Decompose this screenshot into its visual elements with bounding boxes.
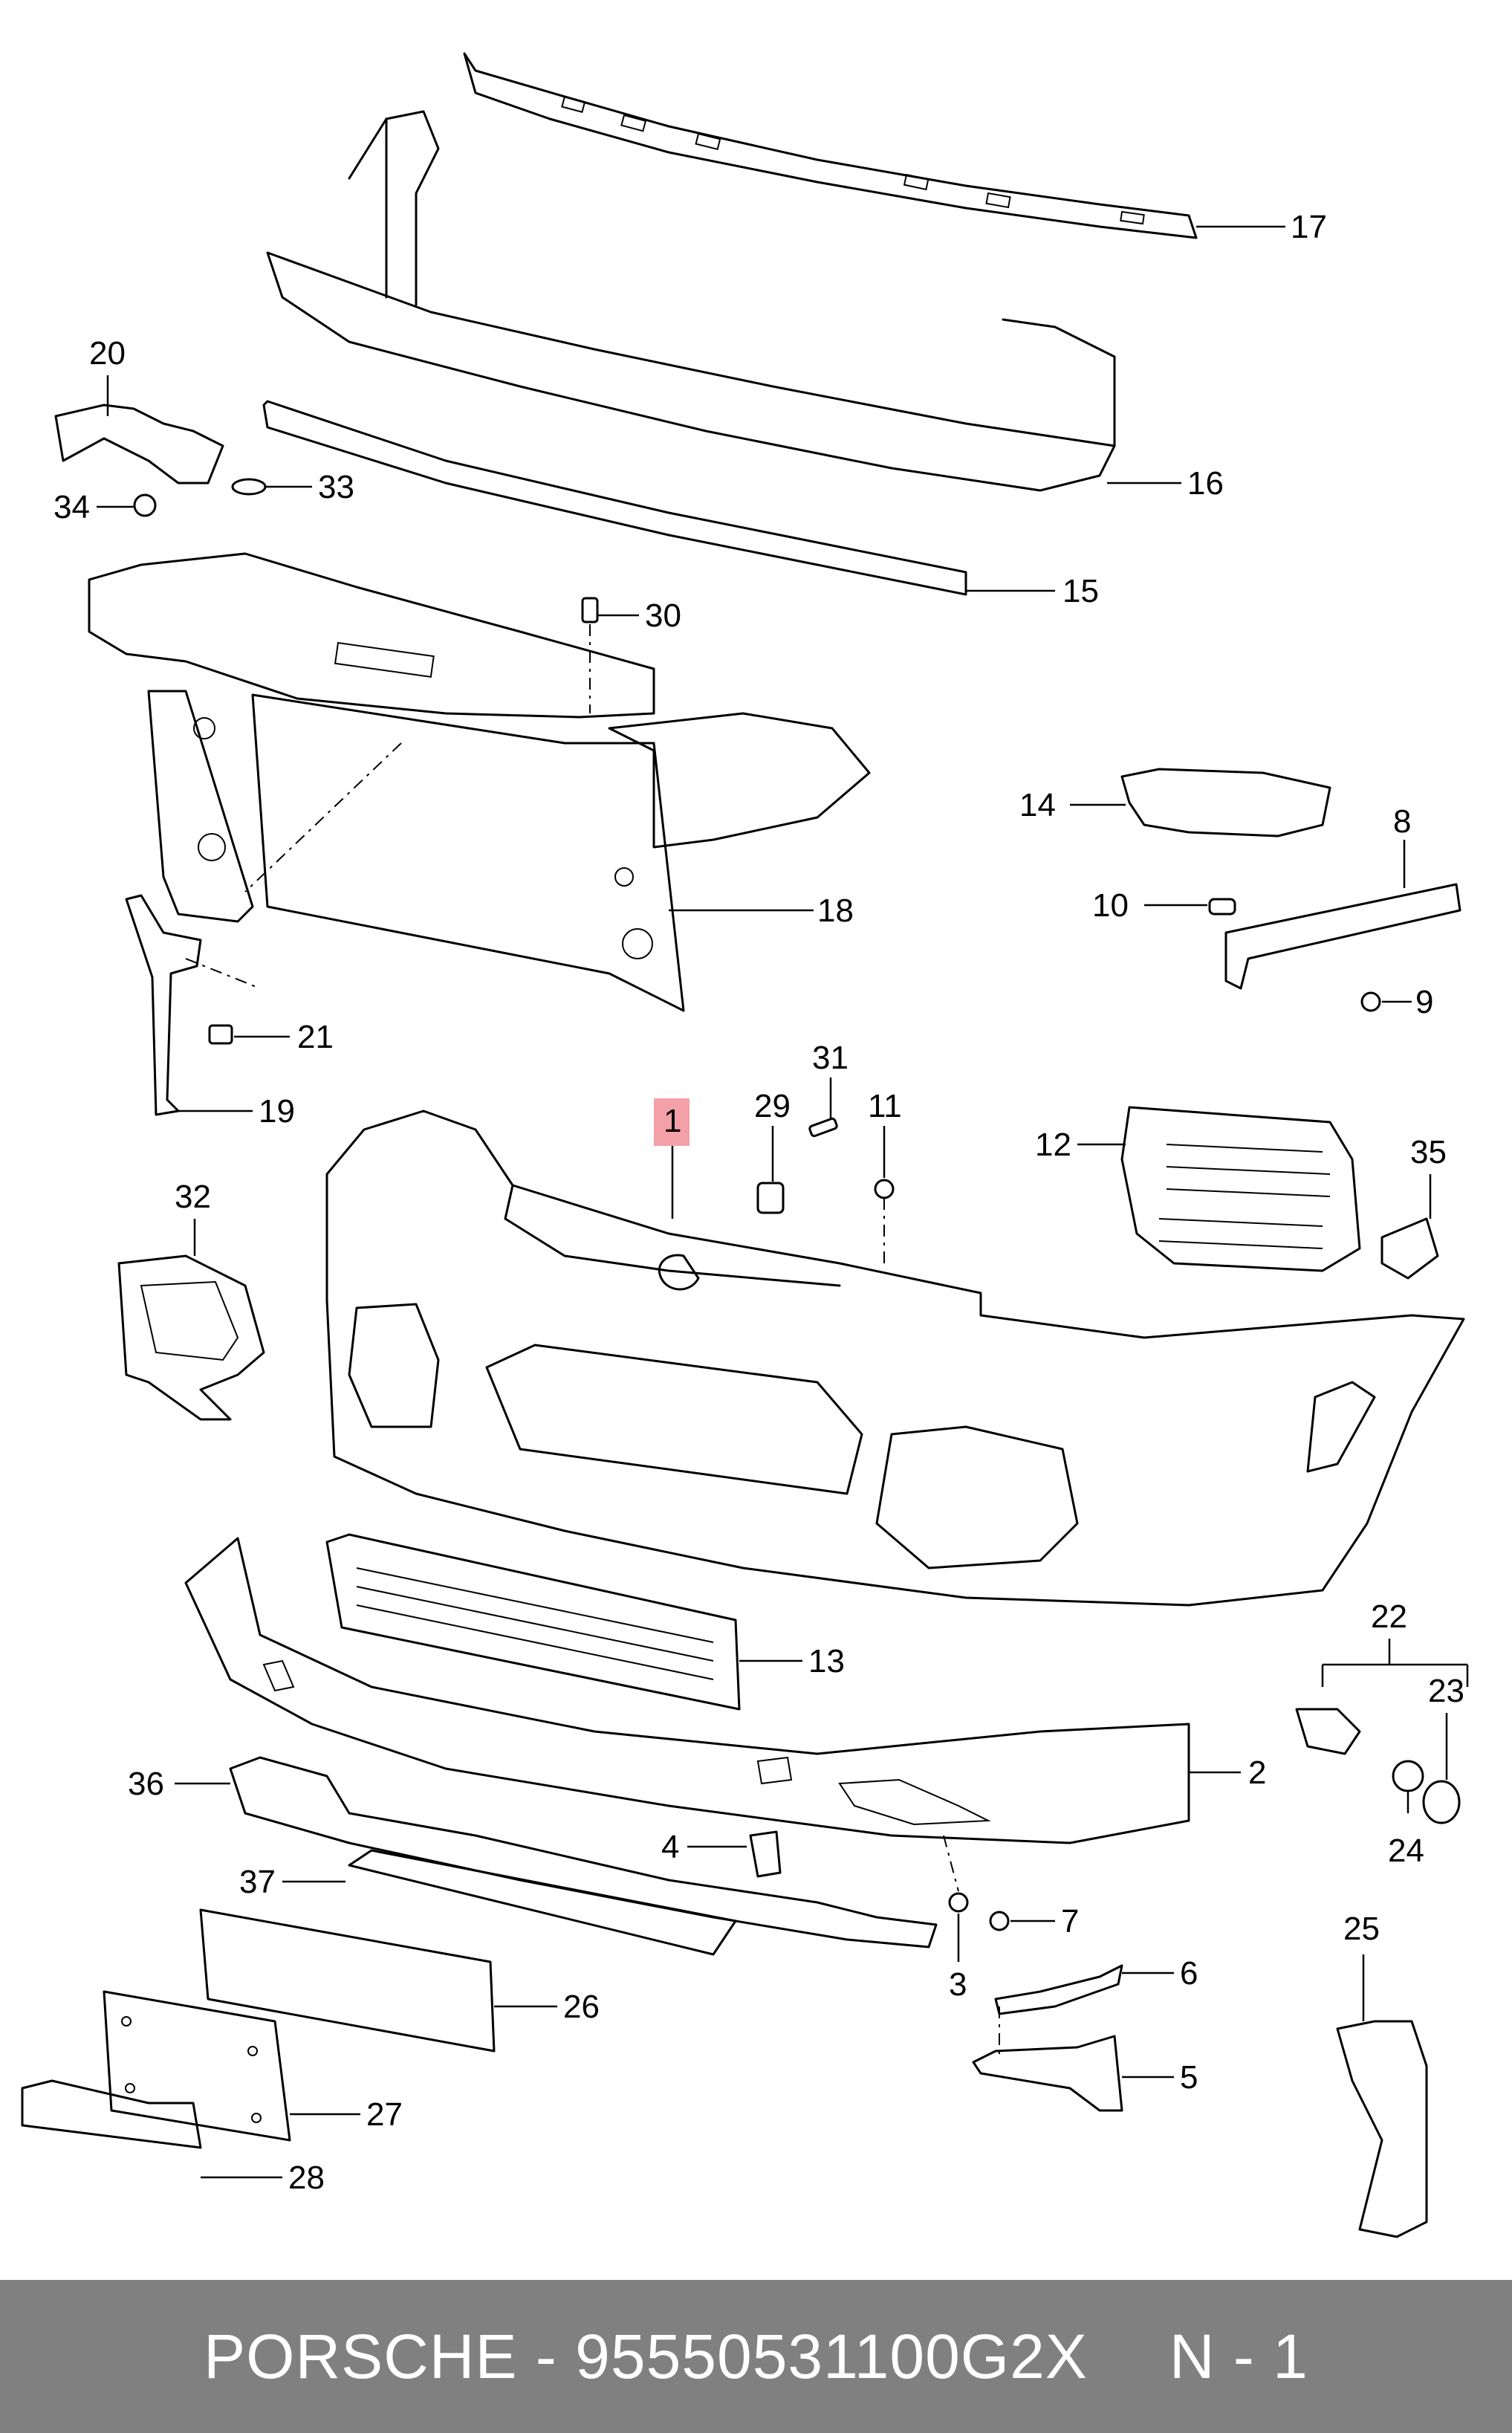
part-13-center-grille [325,1533,741,1711]
part-26-plate-holder [199,1908,496,2053]
part-14-cover [1120,768,1331,838]
callout-1: 1 [663,1103,681,1139]
part-17-reinforcement-strip [463,52,1198,239]
callout-34: 34 [53,489,90,525]
part-22-sensor-holder [1295,1708,1361,1755]
part-24-sensor [1392,1760,1424,1792]
part-10-bulb [1208,898,1236,916]
callout-3: 3 [949,1966,967,2003]
part-12-side-grille [1120,1106,1361,1272]
callout-11: 11 [868,1088,902,1124]
part-2-lower-spoiler [184,1537,1190,1844]
part-20-bracket [54,404,224,485]
callout-36: 36 [128,1766,164,1802]
callout-32: 32 [175,1179,211,1215]
part-18-front-end-carrier [88,552,871,1012]
part-11-screw [874,1179,895,1199]
callout-25: 25 [1343,1911,1380,1947]
part-37-cover [348,1849,737,1956]
callout-20: 20 [89,335,126,372]
callout-16: 16 [1187,465,1224,502]
callout-12: 12 [1035,1127,1071,1163]
callout-9: 9 [1415,984,1433,1020]
footer-banner: PORSCHE - 95550531100G2X N - 1 [0,2280,1512,2433]
part-3-screw [948,1892,969,1913]
part-32-frame [117,1254,265,1421]
part-34-screw [133,493,157,517]
footer-part-number: PORSCHE - 95550531100G2X [204,2321,1088,2391]
part-31-screw [808,1117,838,1138]
part-21-nut [208,1024,233,1045]
callout-7: 7 [1061,1903,1079,1940]
part-19-side-bracket [125,894,202,1116]
callout-17: 17 [1291,209,1327,245]
footer-page-label: N - 1 [1169,2321,1308,2391]
callout-19: 19 [259,1093,295,1130]
part-16-bumper-carrier [266,110,1116,492]
callout-27: 27 [366,2096,403,2133]
callout-15: 15 [1062,573,1099,609]
part-9-screw [1360,991,1381,1012]
callout-13: 13 [808,1643,845,1679]
callout-37: 37 [239,1864,276,1900]
callout-30: 30 [645,597,681,634]
callout-28: 28 [288,2160,325,2196]
part-1-bumper-cover [325,1109,1465,1607]
callout-35: 35 [1410,1134,1447,1170]
part-30-clip [581,597,599,623]
part-36-undertray [229,1756,938,1948]
part-25-air-duct [1336,2020,1428,2238]
callout-6: 6 [1180,1955,1198,1992]
part-8-rail [1224,883,1461,990]
part-1-highlight [654,1098,690,1146]
callout-31: 31 [812,1040,849,1076]
leader-22 [1321,1639,1469,1687]
callout-10: 10 [1092,887,1129,924]
callout-4: 4 [661,1829,679,1865]
part-4-bracket [749,1830,782,1878]
part-15-impact-strip [262,400,967,596]
part-33-grommet [231,478,267,496]
part-29-plug [756,1182,785,1214]
callout-26: 26 [563,1989,600,2025]
callout-2: 2 [1248,1755,1266,1791]
callout-33: 33 [318,469,354,505]
callout-29: 29 [754,1088,791,1124]
part-7-screw [989,1911,1010,1931]
part-27-plate-bracket [103,1990,291,2142]
part-28-plate-frame [21,2079,202,2149]
callout-23: 23 [1428,1673,1464,1709]
callout-21: 21 [297,1019,334,1055]
callout-5: 5 [1180,2059,1198,2096]
part-6-trim [994,1964,1123,2015]
part-35-clip [1380,1217,1439,1280]
callout-22: 22 [1371,1598,1407,1635]
callout-8: 8 [1393,803,1411,840]
callout-24: 24 [1388,1833,1424,1869]
part-5-deflector [972,2035,1123,2112]
callout-18: 18 [817,892,854,929]
parts-diagram: 1 2 3 4 5 6 7 8 9 10 11 12 13 14 15 16 1… [21,52,1469,2238]
part-23-cap [1422,1780,1461,1824]
callout-14: 14 [1019,787,1056,823]
